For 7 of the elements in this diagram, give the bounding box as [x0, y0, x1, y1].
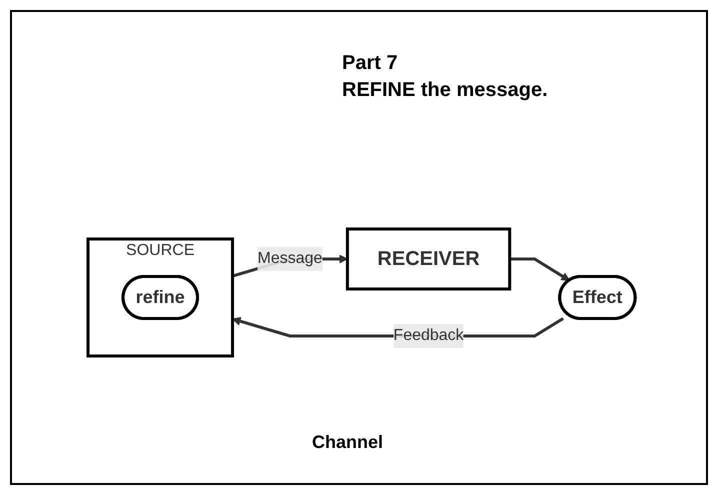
edge-label: Feedback [394, 326, 464, 344]
channel-label: Channel [312, 432, 384, 453]
heading-text: REFINE the message. [342, 79, 548, 102]
arrow [510, 257, 570, 280]
edge-label: Message [258, 249, 323, 266]
part-heading: Part 7 [342, 52, 399, 75]
node-box: RECEIVER [346, 227, 512, 290]
